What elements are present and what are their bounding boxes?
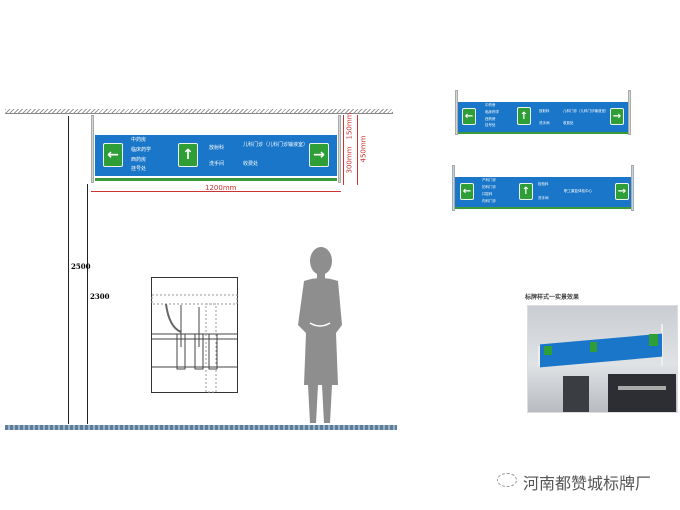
arrow-up-icon: ↑ [519, 183, 533, 200]
sign-label: 中药房 [131, 137, 147, 143]
arrow-right-icon: → [615, 183, 629, 200]
hang-dimension: 150mm [345, 112, 354, 140]
mounting-detail-drawing [151, 277, 238, 393]
sign-label: 临床药学 [485, 110, 499, 114]
arrow-up-icon: ↑ [517, 107, 531, 125]
sign-label: 中药房 [485, 103, 496, 107]
sign-label: 检验科 [538, 182, 549, 186]
sign-label: 西药房 [485, 117, 496, 121]
panel-dimension: 300mm [345, 146, 354, 174]
sign-variant-a: ← ↑ → 中药房 临床药学 西药房 挂号处 放射科 洗手间 儿科门诊（儿科门诊… [455, 90, 631, 135]
sign-label: 儿科门诊（儿科门诊输液室） [243, 142, 309, 148]
person-silhouette [298, 247, 342, 423]
sign-label: 放射科 [209, 145, 225, 151]
sign-label: 职工康复体检中心 [564, 189, 592, 193]
total-dimension: 450mm [359, 135, 368, 163]
arrow-left-icon: ← [462, 108, 476, 125]
width-dimension: 1200mm [205, 184, 237, 192]
sign-label: 产科门诊 [482, 178, 496, 182]
sign-label: 收费处 [243, 161, 259, 167]
main-sign: ← ↑ → 中药房 临床药学 西药房 挂号处 放射科 洗手间 儿科门诊（儿科门诊… [91, 115, 341, 185]
sign-label: 临床药学 [131, 147, 152, 153]
photo-caption: 标牌样式一实景效果 [525, 294, 580, 301]
ceiling [5, 109, 393, 114]
sign-label: 西药房 [131, 157, 147, 163]
installation-photo [527, 305, 678, 413]
arrow-up-icon: ↑ [178, 143, 198, 167]
wechat-icon [497, 473, 517, 487]
sign-label: 挂号处 [485, 123, 496, 127]
sign-label: 洗手间 [539, 121, 550, 125]
bottom-height-label: 2300 [90, 292, 110, 301]
watermark: 河南都赞城标牌厂 [523, 474, 652, 493]
arrow-left-icon: ← [103, 143, 123, 167]
arrow-right-icon: → [610, 108, 624, 125]
sign-label: 妇科门诊 [482, 185, 496, 189]
arrow-right-icon: → [309, 143, 329, 167]
sign-label: 洗手间 [538, 196, 549, 200]
sign-label: 儿科门诊（儿科门诊输液室） [563, 109, 609, 113]
ceiling-height-label: 2500 [71, 262, 91, 271]
sign-label: 放射科 [539, 109, 550, 113]
sign-variant-b: ← ↑ → 产科门诊 妇科门诊 口腔科 内科门诊 检验科 洗手间 职工康复体检中… [452, 165, 634, 211]
floor [5, 425, 397, 430]
sign-label: 收费处 [563, 121, 574, 125]
arrow-left-icon: ← [460, 183, 474, 200]
sign-label: 内科门诊 [482, 199, 496, 203]
sign-label: 洗手间 [209, 161, 225, 167]
sign-label: 口腔科 [482, 192, 493, 196]
sign-label: 挂号处 [131, 166, 147, 172]
